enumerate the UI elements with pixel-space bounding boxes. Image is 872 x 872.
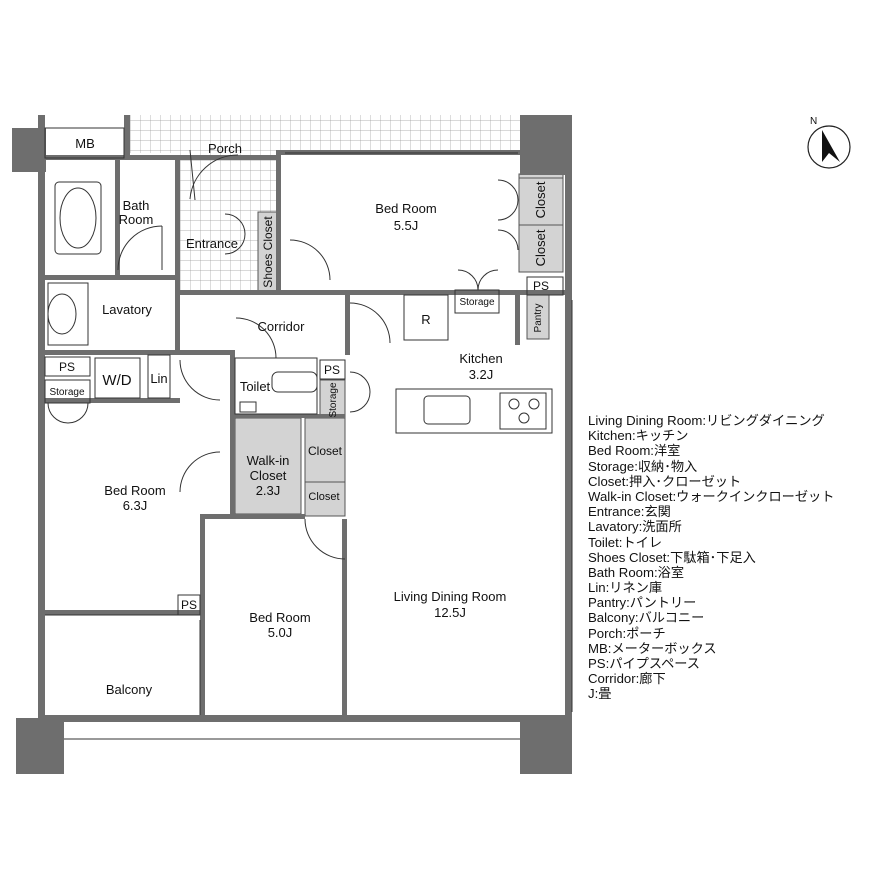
label-ps-s: PS xyxy=(181,598,197,612)
label-lavatory: Lavatory xyxy=(102,302,152,317)
label-walkin-2: Closet xyxy=(250,468,287,483)
label-walkin-1: Walk-in xyxy=(247,453,290,468)
north-compass: N xyxy=(807,116,851,169)
label-kitchen: Kitchen xyxy=(459,351,502,366)
legend-entry: Entrance:玄関 xyxy=(588,504,671,520)
legend-entry: Closet:押入･クローゼット xyxy=(588,473,742,489)
label-ps-c: PS xyxy=(324,363,340,377)
label-bath-1: Bath xyxy=(123,198,150,213)
label-walkin-size: 2.3J xyxy=(256,483,281,498)
label-entrance: Entrance xyxy=(186,236,238,251)
porch-tiles xyxy=(124,115,544,293)
label-toilet: Toilet xyxy=(240,379,271,394)
label-closet-ne-2: Closet xyxy=(533,229,548,266)
label-ps-ne: PS xyxy=(533,279,549,293)
label-corridor: Corridor xyxy=(258,319,306,334)
label-mb: MB xyxy=(75,136,95,151)
legend-entry: Toilet:トイレ xyxy=(588,534,663,550)
label-storage-c: Storage xyxy=(328,382,339,417)
label-storage-w: Storage xyxy=(49,387,84,398)
label-bed-north: Bed Room xyxy=(375,201,436,216)
label-fridge: R xyxy=(421,312,430,327)
legend-entry: Bath Room:浴室 xyxy=(588,564,685,580)
legend-entry: J:畳 xyxy=(588,686,612,702)
label-bed-west: Bed Room xyxy=(104,483,165,498)
legend-entry: Storage:収納･物入 xyxy=(588,458,698,474)
label-storage-n: Storage xyxy=(459,297,494,308)
legend-entry: Kitchen:キッチン xyxy=(588,428,689,444)
room-labels: MB Porch Bed Room 5.5J Bath Room Entranc… xyxy=(49,136,549,697)
label-balcony: Balcony xyxy=(106,682,153,697)
legend-entry: Pantry:パントリー xyxy=(588,595,697,611)
label-ldk-size: 12.5J xyxy=(434,605,466,620)
label-closet-c1: Closet xyxy=(308,444,343,458)
legend-entry: Walk-in Closet:ウォークインクローゼット xyxy=(588,488,835,504)
label-closet-c2: Closet xyxy=(308,491,339,503)
north-label: N xyxy=(810,116,817,127)
legend-entry: Living Dining Room:リビングダイニング xyxy=(588,413,825,428)
label-porch: Porch xyxy=(208,141,242,156)
label-wd: W/D xyxy=(102,372,131,389)
legend-entry: Shoes Closet:下駄箱･下足入 xyxy=(588,549,756,565)
label-bed-south-size: 5.0J xyxy=(268,625,293,640)
legend-entry: Balcony:バルコニー xyxy=(588,610,705,626)
label-pantry: Pantry xyxy=(533,304,544,333)
label-shoes-closet: Shoes Closet xyxy=(261,216,275,288)
label-bed-west-size: 6.3J xyxy=(123,498,148,513)
label-bed-north-size: 5.5J xyxy=(394,218,419,233)
legend-entry: Bed Room:洋室 xyxy=(588,443,681,459)
label-ldk: Living Dining Room xyxy=(394,589,507,604)
walls xyxy=(12,115,572,774)
label-closet-ne-1: Closet xyxy=(533,181,548,218)
label-ps-w: PS xyxy=(59,360,75,374)
label-lin: Lin xyxy=(150,371,167,386)
legend-entry: Lavatory:洗面所 xyxy=(588,519,682,535)
legend-entry: Lin:リネン庫 xyxy=(588,580,663,596)
fixtures xyxy=(44,127,573,740)
legend-entry: PS:パイプスペース xyxy=(588,656,700,671)
legend-entry: Porch:ポーチ xyxy=(588,625,666,641)
label-bath-2: Room xyxy=(119,212,154,227)
legend-entry: Corridor:廊下 xyxy=(588,671,666,687)
label-kitchen-size: 3.2J xyxy=(469,367,494,382)
legend-entry: MB:メーターボックス xyxy=(588,640,717,656)
label-bed-south: Bed Room xyxy=(249,610,310,625)
